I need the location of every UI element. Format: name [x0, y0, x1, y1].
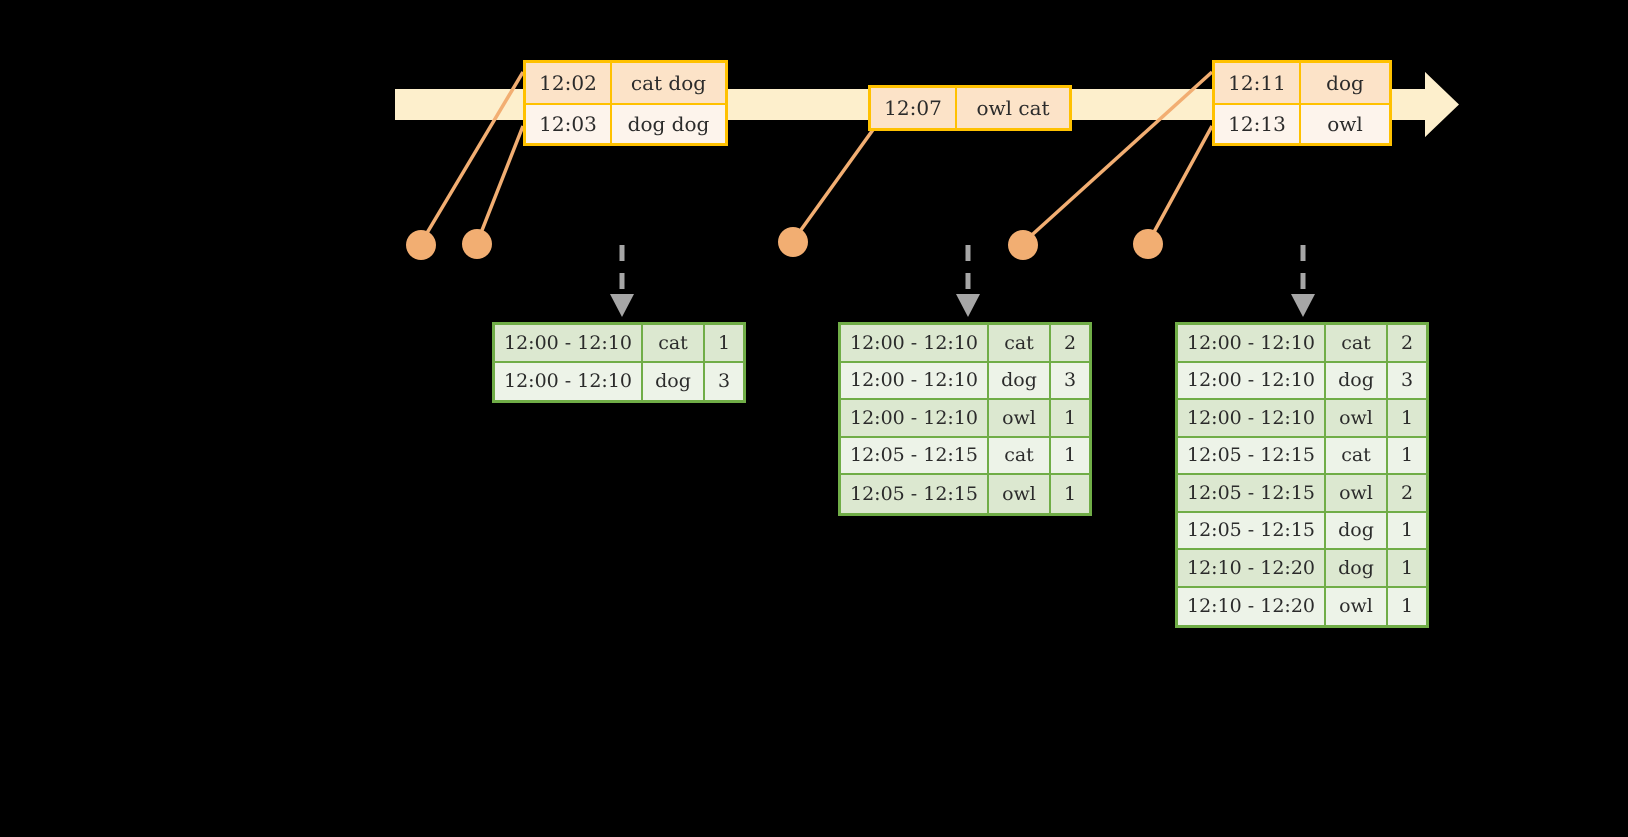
table-row: 12:00 - 12:10 cat 2: [1178, 325, 1426, 363]
count-cell: 1: [1388, 550, 1426, 586]
key-cell: cat: [1326, 325, 1388, 361]
count-cell: 1: [1388, 400, 1426, 436]
table-row: 12:00 - 12:10 dog 3: [495, 362, 743, 400]
count-cell: 2: [1388, 325, 1426, 361]
table-row: 12:05 - 12:15 cat 1: [1178, 437, 1426, 475]
table-row: 12:05 - 12:15 owl 2: [1178, 475, 1426, 513]
window-cell: 12:00 - 12:10: [841, 325, 989, 361]
marker-12-07-dot: [778, 227, 808, 257]
table-row: 12:00 - 12:10 cat 2: [841, 325, 1089, 363]
event-group-2: 12:07 owl cat: [868, 85, 1072, 131]
event-row: 12:07 owl cat: [871, 88, 1069, 128]
window-cell: 12:00 - 12:10: [1178, 325, 1326, 361]
window-results-after-group-1: 12:00 - 12:10 cat 1 12:00 - 12:10 dog 3: [492, 322, 746, 403]
count-cell: 1: [1051, 437, 1089, 473]
window-cell: 12:05 - 12:15: [1178, 512, 1326, 548]
table-row: 12:05 - 12:15 dog 1: [1178, 512, 1426, 550]
count-cell: 1: [1388, 512, 1426, 548]
window-cell: 12:10 - 12:20: [1178, 550, 1326, 586]
key-cell: cat: [1326, 437, 1388, 473]
window-cell: 12:00 - 12:10: [1178, 400, 1326, 436]
table-row: 12:00 - 12:10 owl 1: [841, 400, 1089, 438]
window-cell: 12:00 - 12:10: [495, 362, 643, 400]
connector-12-11: [1021, 70, 1214, 245]
key-cell: owl: [1326, 475, 1388, 511]
table-row: 12:10 - 12:20 owl 1: [1178, 587, 1426, 625]
count-cell: 1: [1388, 587, 1426, 625]
table-row: 12:10 - 12:20 dog 1: [1178, 550, 1426, 588]
event-row: 12:11 dog: [1215, 63, 1389, 103]
event-words: owl: [1327, 112, 1363, 136]
window-cell: 12:00 - 12:10: [841, 362, 989, 398]
count-cell: 1: [705, 325, 743, 361]
key-cell: cat: [989, 437, 1051, 473]
event-time: 12:07: [871, 88, 957, 128]
table-row: 12:00 - 12:10 dog 3: [841, 362, 1089, 400]
key-cell: owl: [1326, 400, 1388, 436]
count-cell: 3: [1051, 362, 1089, 398]
connector-12-03: [475, 125, 525, 244]
event-row: 12:13 owl: [1215, 103, 1389, 143]
window-results-after-group-2: 12:00 - 12:10 cat 2 12:00 - 12:10 dog 3 …: [838, 322, 1092, 516]
event-time: 12:02: [526, 63, 612, 103]
count-cell: 2: [1388, 475, 1426, 511]
marker-12-11-dot: [1008, 230, 1038, 260]
event-group-3: 12:11 dog 12:13 owl: [1212, 60, 1392, 146]
window-cell: 12:00 - 12:10: [495, 325, 643, 361]
marker-12-13-dot: [1133, 229, 1163, 259]
event-time: 12:11: [1215, 63, 1301, 103]
table-row: 12:00 - 12:10 dog 3: [1178, 362, 1426, 400]
count-cell: 1: [1051, 400, 1089, 436]
key-cell: cat: [643, 325, 705, 361]
key-cell: owl: [1326, 587, 1388, 625]
marker-12-03-dot: [462, 229, 492, 259]
connector-12-02: [419, 71, 525, 244]
table-row: 12:00 - 12:10 cat 1: [495, 325, 743, 363]
window-results-after-group-3: 12:00 - 12:10 cat 2 12:00 - 12:10 dog 3 …: [1175, 322, 1429, 628]
connector-12-13: [1146, 125, 1214, 244]
table-row: 12:00 - 12:10 owl 1: [1178, 400, 1426, 438]
event-words: dog: [1326, 71, 1364, 95]
key-cell: cat: [989, 325, 1051, 361]
count-cell: 1: [1051, 475, 1089, 513]
event-words: cat dog: [630, 71, 707, 95]
key-cell: dog: [1326, 550, 1388, 586]
table-row: 12:05 - 12:15 owl 1: [841, 475, 1089, 513]
key-cell: dog: [643, 362, 705, 400]
event-row: 12:02 cat dog: [526, 63, 725, 103]
key-cell: owl: [989, 400, 1051, 436]
event-group-1: 12:02 cat dog 12:03 dog dog: [523, 60, 728, 146]
key-cell: dog: [1326, 362, 1388, 398]
key-cell: owl: [989, 475, 1051, 513]
count-cell: 1: [1388, 437, 1426, 473]
dashed-arrow-to-table-1: [610, 245, 634, 317]
event-time: 12:03: [526, 105, 612, 143]
table-row: 12:05 - 12:15 cat 1: [841, 437, 1089, 475]
window-cell: 12:00 - 12:10: [1178, 362, 1326, 398]
window-cell: 12:00 - 12:10: [841, 400, 989, 436]
event-words: owl cat: [976, 96, 1050, 120]
dashed-arrow-to-table-2: [956, 245, 980, 317]
window-cell: 12:05 - 12:15: [841, 475, 989, 513]
event-words: dog dog: [627, 112, 710, 136]
count-cell: 3: [705, 362, 743, 400]
dashed-arrow-to-table-3: [1291, 245, 1315, 317]
count-cell: 3: [1388, 362, 1426, 398]
window-cell: 12:05 - 12:15: [841, 437, 989, 473]
key-cell: dog: [989, 362, 1051, 398]
window-cell: 12:05 - 12:15: [1178, 475, 1326, 511]
count-cell: 2: [1051, 325, 1089, 361]
event-row: 12:03 dog dog: [526, 103, 725, 143]
event-time: 12:13: [1215, 105, 1301, 143]
window-cell: 12:10 - 12:20: [1178, 587, 1326, 625]
marker-12-02-dot: [406, 230, 436, 260]
window-cell: 12:05 - 12:15: [1178, 437, 1326, 473]
key-cell: dog: [1326, 512, 1388, 548]
connector-12-07: [791, 118, 882, 243]
timeline-arrowhead-fill: [1425, 72, 1459, 137]
